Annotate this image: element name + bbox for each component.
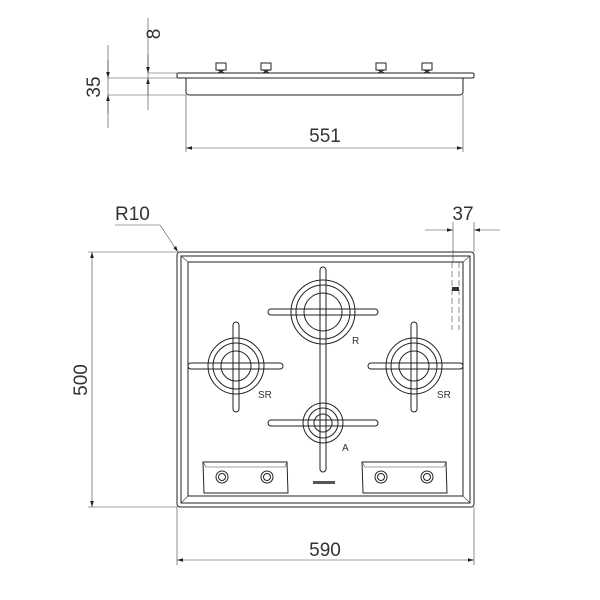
burner-label: SR <box>258 390 272 401</box>
dim-37: 37 <box>452 204 473 225</box>
brand-logo <box>313 481 335 484</box>
burner-label: R <box>352 336 359 347</box>
control-panel-right <box>361 461 448 494</box>
dim-590: 590 <box>309 540 341 561</box>
dim-551: 551 <box>309 126 341 147</box>
burner-semi-rapid-right: SR <box>385 337 451 401</box>
side-view: 8 35 551 <box>84 18 475 152</box>
control-panel-left <box>202 461 289 494</box>
burner-label: SR <box>437 390 451 401</box>
top-view: R SR SR A <box>71 204 500 565</box>
dim-35: 35 <box>84 76 105 97</box>
side-fitting <box>451 262 460 330</box>
burner-rapid: R <box>290 279 359 347</box>
burner-auxiliary: A <box>302 402 349 454</box>
pan-support <box>187 266 464 473</box>
burner-label: A <box>342 443 349 454</box>
dim-r10: R10 <box>115 204 150 225</box>
dim-8: 8 <box>144 29 165 40</box>
burner-semi-rapid-left: SR <box>207 337 272 401</box>
side-knobs <box>215 62 433 74</box>
dim-500: 500 <box>71 364 92 396</box>
